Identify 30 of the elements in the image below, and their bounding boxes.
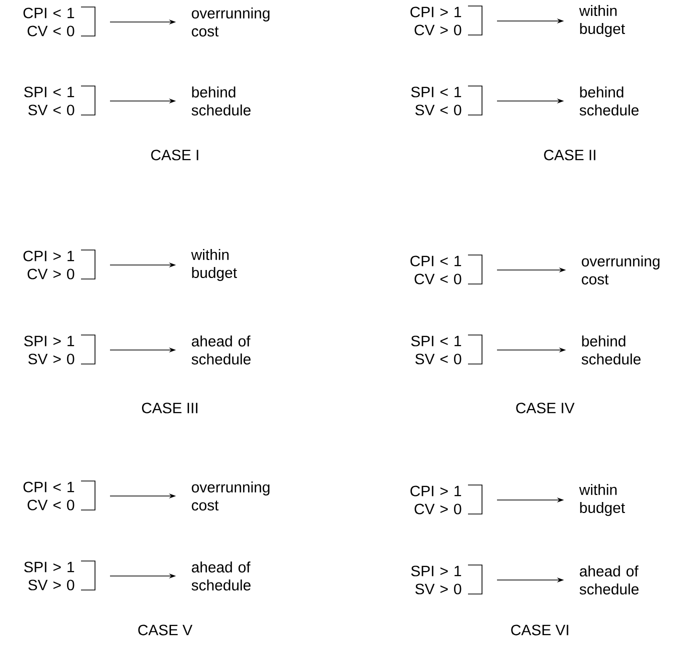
result-text: overrunning cost	[582, 256, 660, 284]
case-label: CASE I	[151, 150, 198, 160]
condition-text: CPI > 1 CV > 0	[410, 6, 462, 36]
case-label: CASE IV	[516, 402, 574, 414]
condition-text: SPI < 1 SV < 0	[24, 86, 74, 116]
condition-text: CPI < 1 CV < 0	[410, 256, 462, 284]
result-text: overrunning cost	[192, 482, 270, 510]
result-text: behind schedule	[580, 86, 639, 116]
condition-text: CPI > 1 CV > 0	[410, 486, 462, 514]
case-label: CASE II	[544, 150, 596, 160]
result-text: within budget	[191, 249, 237, 281]
case-label: CASE V	[138, 624, 192, 636]
case-label: CASE VI	[511, 624, 568, 636]
condition-text: SPI > 1 SV > 0	[24, 562, 74, 590]
result-text: within budget	[579, 5, 625, 37]
condition-text: CPI < 1 CV < 0	[23, 482, 74, 510]
result-text: ahead of schedule	[580, 566, 639, 594]
result-text: within budget	[579, 484, 625, 516]
result-text: ahead of schedule	[192, 336, 251, 364]
condition-text: SPI < 1 SV < 0	[411, 336, 462, 364]
result-text: behind schedule	[192, 86, 251, 116]
condition-text: CPI > 1 CV > 0	[23, 250, 74, 280]
result-text: behind schedule	[582, 336, 641, 364]
result-text: overrunning cost	[192, 8, 270, 36]
condition-text: SPI > 1 SV > 0	[24, 336, 74, 364]
case-label: CASE III	[142, 402, 198, 414]
result-text: ahead of schedule	[192, 562, 251, 590]
condition-text: CPI < 1 CV < 0	[23, 8, 74, 36]
condition-text: SPI > 1 SV > 0	[411, 566, 462, 594]
condition-text: SPI < 1 SV < 0	[411, 86, 462, 116]
